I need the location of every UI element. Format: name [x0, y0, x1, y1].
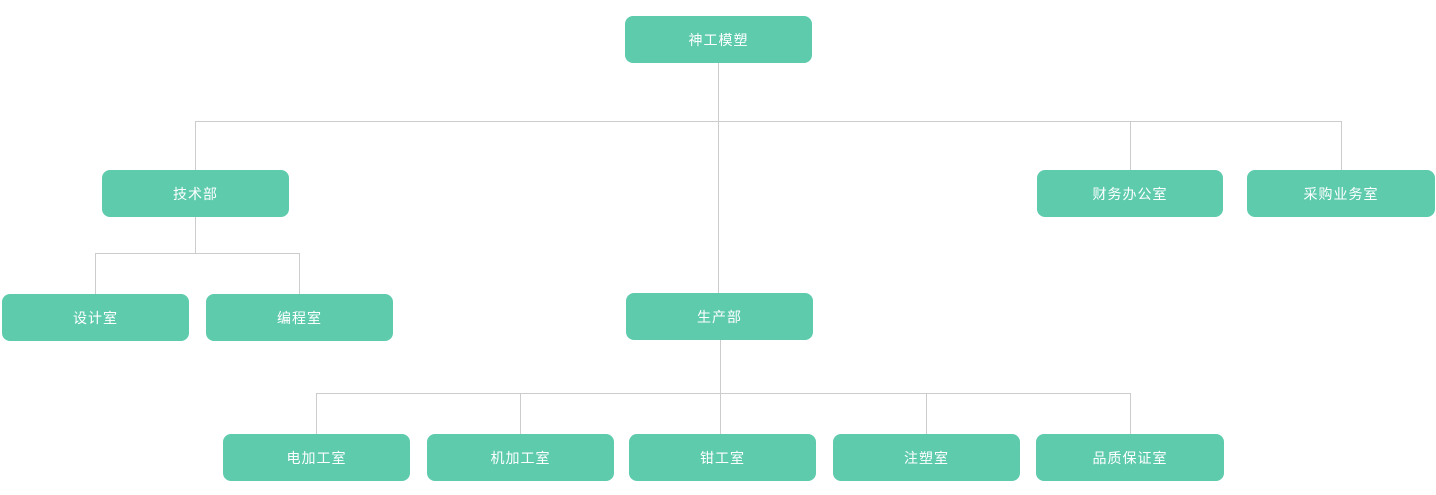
connector-tech-children-horizontal — [95, 253, 300, 254]
org-node-quality-assurance-room[interactable]: 品质保证室 — [1036, 434, 1224, 481]
org-node-tech-dept[interactable]: 技术部 — [102, 170, 289, 217]
org-node-design-room-label: 设计室 — [73, 309, 118, 326]
connector-production-dept-down — [720, 340, 721, 393]
org-node-finance-office-label: 财务办公室 — [1092, 185, 1168, 202]
org-node-edm-room[interactable]: 电加工室 — [223, 434, 410, 481]
connector-tech-dept-drop — [195, 121, 196, 170]
org-node-programming-room[interactable]: 编程室 — [206, 294, 393, 341]
org-node-tech-dept-label: 技术部 — [173, 185, 218, 202]
org-node-quality-assurance-room-label: 品质保证室 — [1092, 449, 1168, 466]
org-node-purchasing-office-label: 采购业务室 — [1303, 185, 1379, 202]
org-node-purchasing-office[interactable]: 采购业务室 — [1247, 170, 1435, 217]
connector-purchasing-office-drop — [1341, 121, 1342, 170]
connector-machining-room-drop — [520, 393, 521, 434]
connector-quality-room-drop — [1130, 393, 1131, 434]
org-node-production-dept-label: 生产部 — [697, 308, 742, 325]
org-node-production-dept[interactable]: 生产部 — [626, 293, 813, 340]
org-node-machining-room[interactable]: 机加工室 — [427, 434, 614, 481]
connector-tech-dept-down — [195, 217, 196, 253]
org-node-injection-molding-room-label: 注塑室 — [904, 449, 949, 466]
org-node-fitter-room-label: 钳工室 — [700, 449, 745, 466]
connector-programming-room-drop — [299, 253, 300, 294]
org-node-programming-room-label: 编程室 — [277, 309, 322, 326]
connector-production-children-horizontal — [316, 393, 1131, 394]
org-node-design-room[interactable]: 设计室 — [2, 294, 189, 341]
connector-level2-horizontal — [195, 121, 1341, 122]
connector-fitter-room-drop — [720, 393, 721, 434]
org-node-company-root-label: 神工模塑 — [688, 31, 749, 48]
org-node-edm-room-label: 电加工室 — [286, 449, 347, 466]
connector-edm-room-drop — [316, 393, 317, 434]
connector-injection-room-drop — [926, 393, 927, 434]
connector-design-room-drop — [95, 253, 96, 294]
org-node-company-root[interactable]: 神工模塑 — [625, 16, 812, 63]
connector-finance-office-drop — [1130, 121, 1131, 170]
org-node-injection-molding-room[interactable]: 注塑室 — [833, 434, 1020, 481]
org-node-fitter-room[interactable]: 钳工室 — [629, 434, 816, 481]
org-node-finance-office[interactable]: 财务办公室 — [1037, 170, 1223, 217]
connector-root-to-production-vertical — [718, 63, 719, 293]
org-node-machining-room-label: 机加工室 — [490, 449, 551, 466]
